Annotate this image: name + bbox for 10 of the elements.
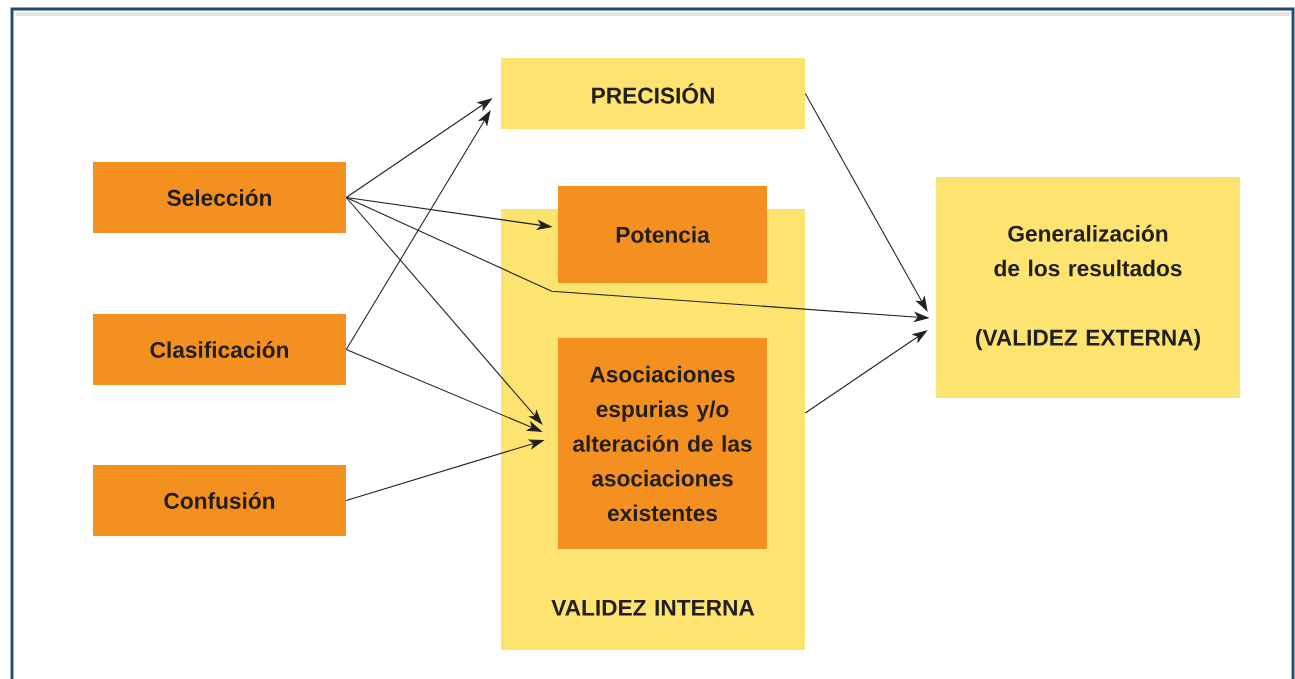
factor-box: Selección [93, 162, 346, 233]
arrow [804, 92, 928, 312]
arrow [345, 196, 543, 425]
effect-box: Asociaciones espurias y/o alteración de las asociaciones existentes [558, 338, 767, 549]
outcome-box: Generalización de los resultados (VALIDEZ EXTERNA) [936, 177, 1240, 398]
arrow [345, 110, 491, 351]
effect-box: Potencia [558, 186, 767, 283]
outcome-box: PRECISIÓN [501, 58, 805, 129]
factor-box: Confusión [93, 465, 346, 536]
factor-box: Clasificación [93, 314, 346, 385]
